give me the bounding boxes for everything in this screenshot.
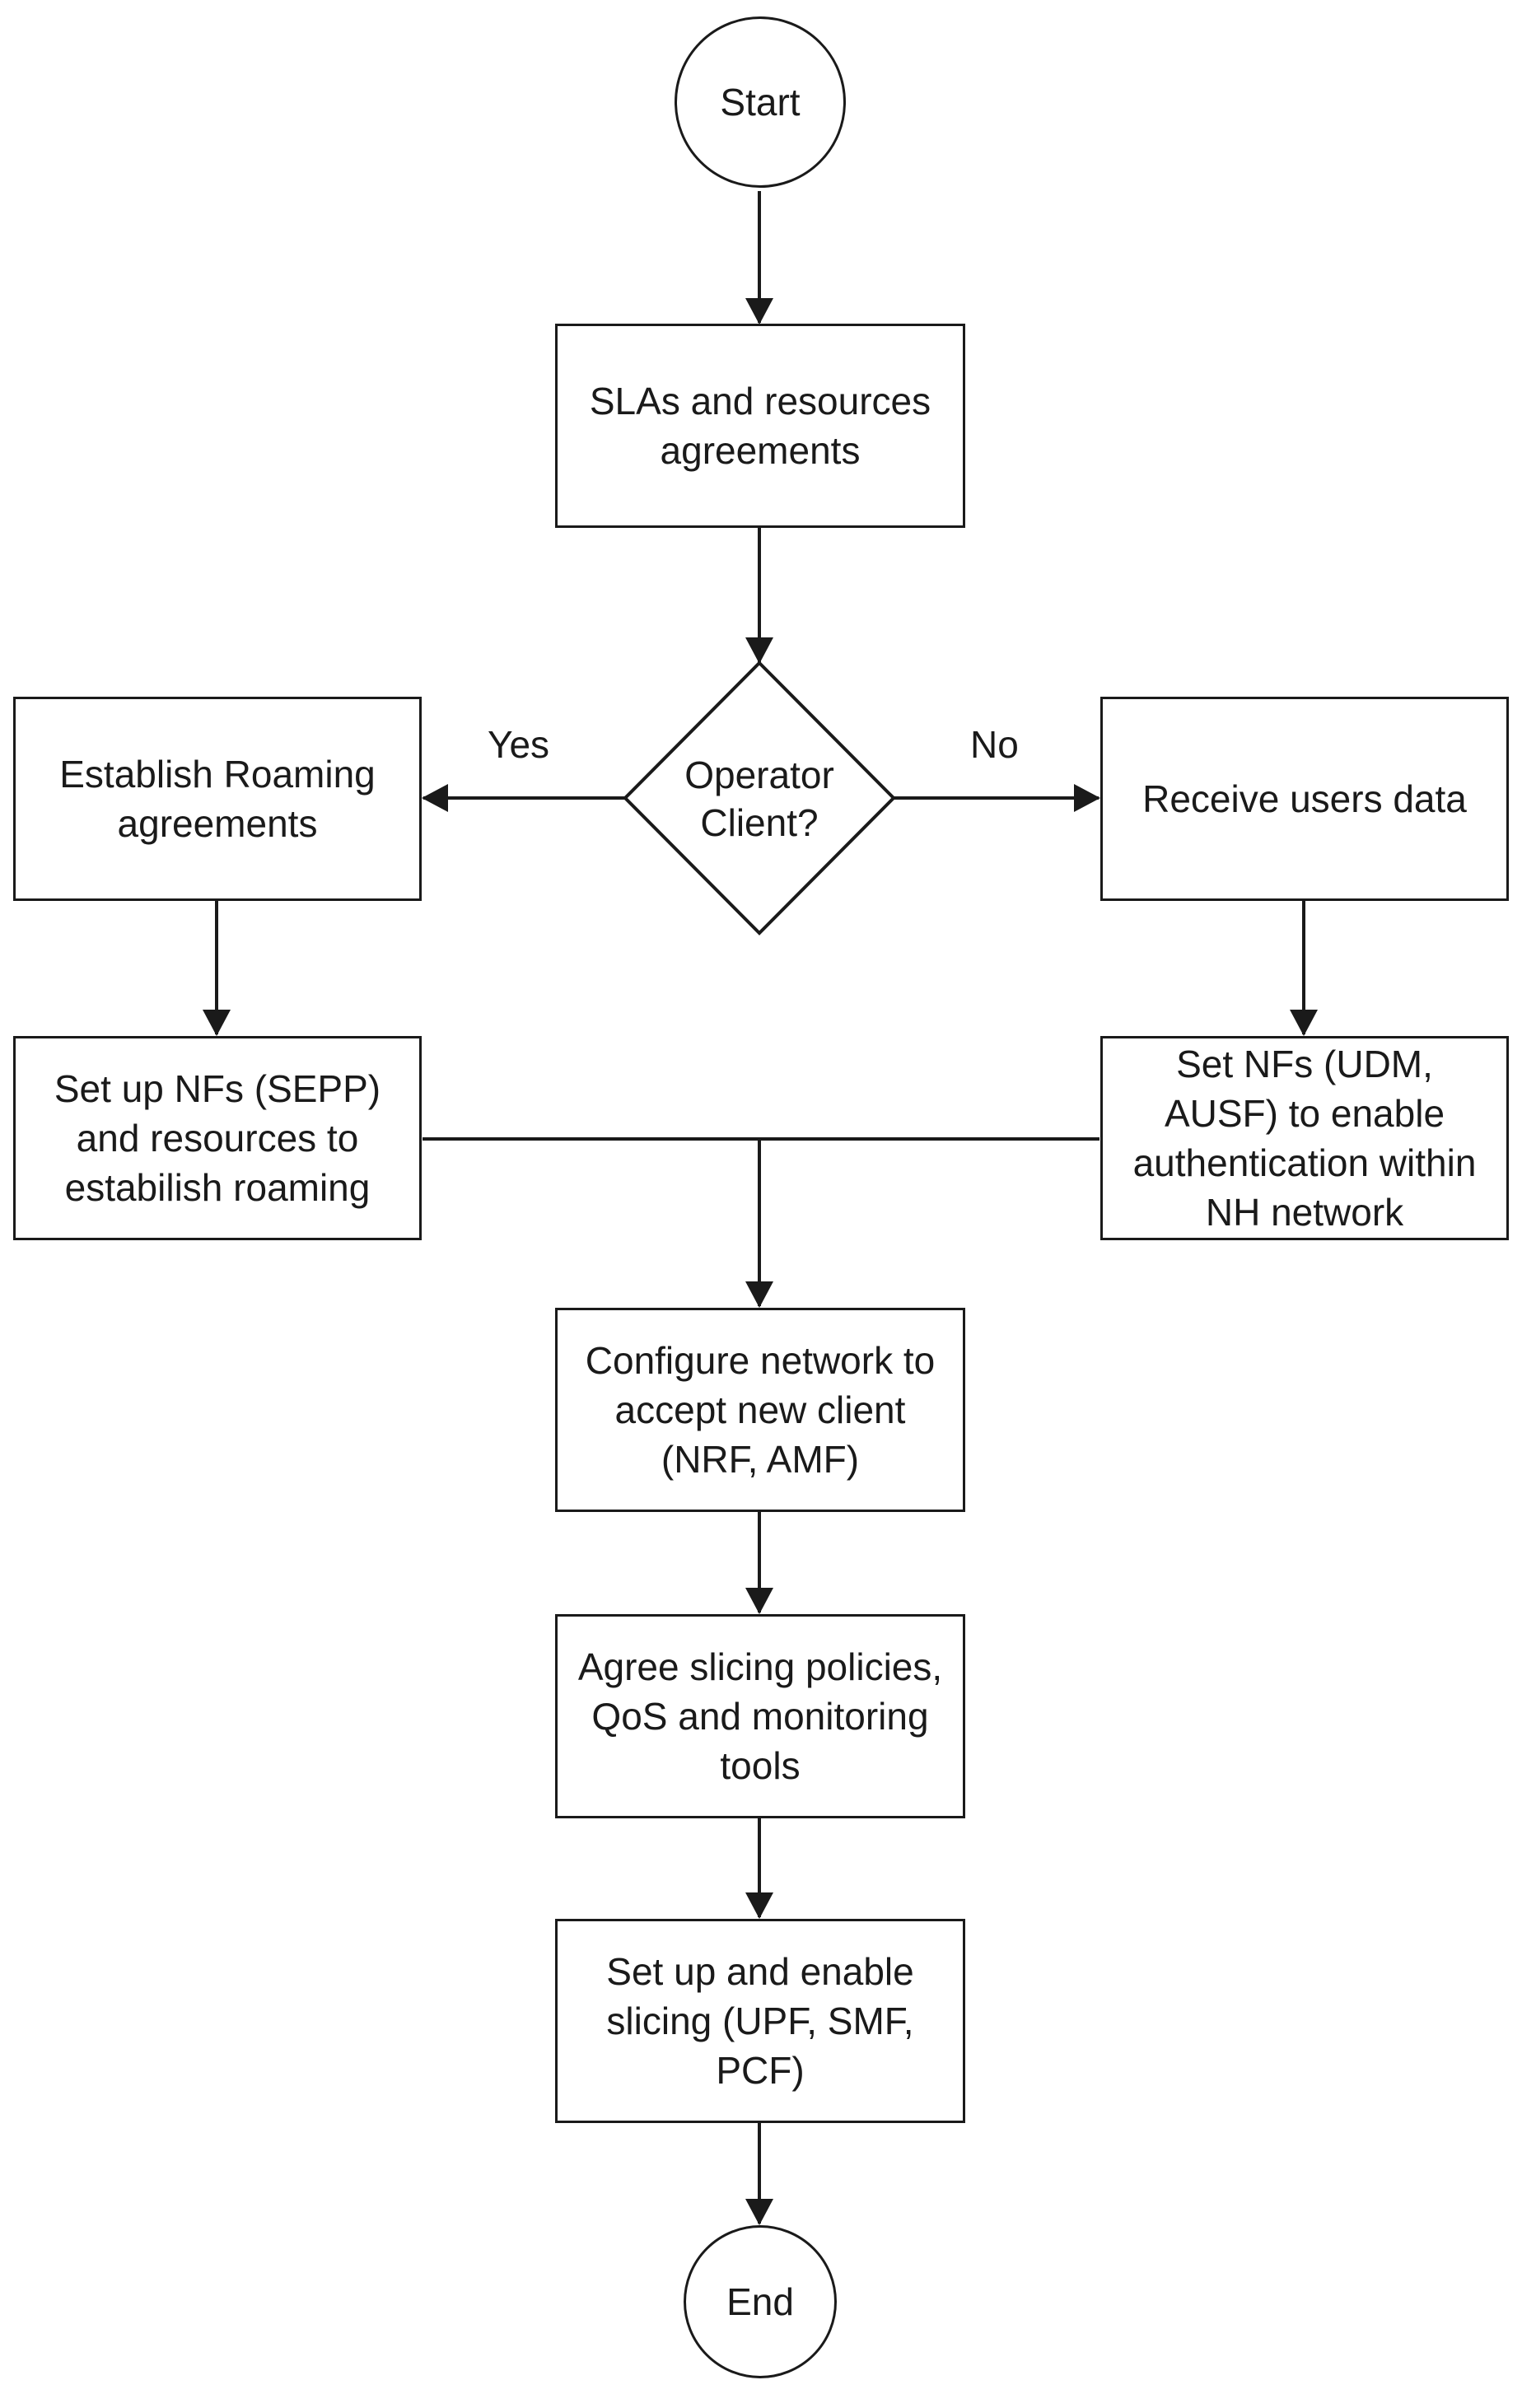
start-node: Start <box>675 16 846 188</box>
set-nfs-udm-box: Set NFs (UDM, AUSF) to enable authentica… <box>1100 1036 1509 1240</box>
enable-slicing-label: Set up and enable slicing (UPF, SMF, PCF… <box>606 1950 914 2092</box>
setup-nfs-sepp-box: Set up NFs (SEPP) and resources to estab… <box>13 1036 422 1240</box>
decision-label: Operator Client? <box>684 754 834 844</box>
start-label: Start <box>720 81 801 124</box>
configure-network-box: Configure network to accept new client (… <box>555 1308 965 1512</box>
agree-slicing-box: Agree slicing policies, QoS and monitori… <box>555 1614 965 1818</box>
sla-agreements-box: SLAs and resources agreements <box>555 324 965 528</box>
decision-diamond <box>623 660 896 936</box>
end-label: End <box>726 2280 794 2323</box>
set-nfs-udm-label: Set NFs (UDM, AUSF) to enable authentica… <box>1132 1043 1477 1234</box>
configure-network-label: Configure network to accept new client (… <box>585 1339 936 1481</box>
establish-roaming-box: Establish Roaming agreements <box>13 697 422 901</box>
setup-nfs-sepp-label: Set up NFs (SEPP) and resources to estab… <box>54 1067 381 1209</box>
establish-roaming-label: Establish Roaming agreements <box>59 753 376 845</box>
agree-slicing-label: Agree slicing policies, QoS and monitori… <box>577 1645 943 1787</box>
yes-label: Yes <box>488 723 550 766</box>
sla-agreements-label: SLAs and resources agreements <box>589 380 931 472</box>
enable-slicing-box: Set up and enable slicing (UPF, SMF, PCF… <box>555 1919 965 2123</box>
receive-users-data-label: Receive users data <box>1142 777 1467 820</box>
no-label: No <box>970 723 1019 766</box>
end-node: End <box>684 2225 837 2378</box>
receive-users-data-box: Receive users data <box>1100 697 1509 901</box>
